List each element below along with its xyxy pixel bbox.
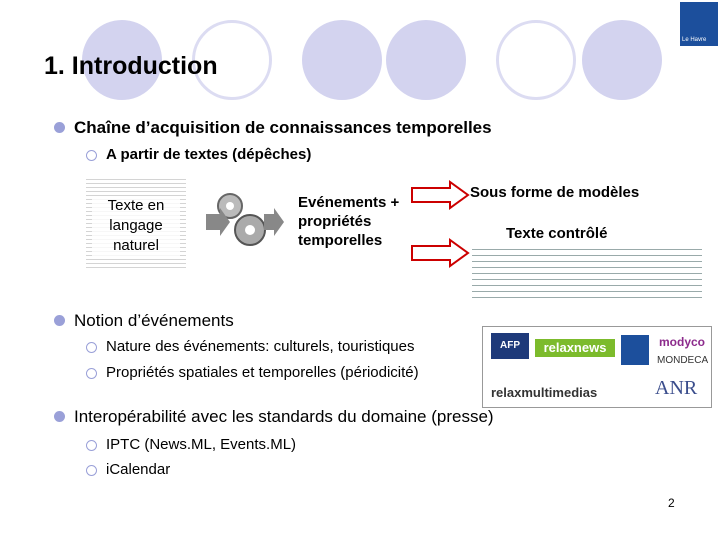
deco-circle-6 (582, 20, 662, 100)
deco-circle-2 (192, 20, 272, 100)
anr-logo: ANR (655, 377, 698, 399)
output-controlled-label: Texte contrôlé (506, 225, 608, 242)
subbullet-icalendar: iCalendar (106, 461, 171, 478)
subbullet-nature: Nature des événements: culturels, touris… (106, 338, 415, 355)
bullet-marker (54, 411, 65, 422)
bullet-marker (54, 315, 65, 326)
subbullet-proprietes: Propriétés spatiales et temporelles (pér… (106, 364, 419, 381)
bullet-interoperabilite: Interopérabilité avec les standards du d… (74, 407, 494, 426)
subbullet-textes: A partir de textes (dépêches) (106, 146, 312, 163)
deco-circle-5 (496, 20, 576, 100)
bullet-acquisition: Chaîne d’acquisition de connaissances te… (74, 118, 492, 137)
subbullet-iptc: IPTC (News.ML, Events.ML) (106, 436, 297, 453)
subbullet-marker (86, 342, 97, 353)
arrow-to-models (411, 180, 470, 210)
institution-logo: Le Havre (680, 2, 718, 46)
mondeca-logo: MONDECA (657, 355, 709, 366)
bullet-marker (54, 122, 65, 133)
university-logo (621, 335, 649, 365)
deco-circle-4 (386, 20, 466, 100)
afp-logo: AFP (491, 333, 529, 359)
controlled-text-image (472, 244, 702, 298)
input-label: Texte en langage naturel (92, 196, 180, 256)
partner-logos: AFP relaxnews modyco MONDECA relaxmultim… (482, 326, 712, 408)
bullet-evenements: Notion d’événements (74, 311, 234, 330)
subbullet-marker (86, 465, 97, 476)
relaxnews-logo: relaxnews (535, 339, 615, 357)
page-number: 2 (668, 496, 675, 510)
relaxmultimedias-logo: relaxmultimedias (491, 385, 598, 400)
arrow-to-controlled (411, 238, 470, 268)
modyco-logo: modyco (659, 335, 706, 349)
slide-title: 1. Introduction (44, 52, 218, 80)
gears-icon (206, 193, 284, 246)
middle-label: Evénements + propriétés temporelles (298, 194, 400, 249)
subbullet-marker (86, 150, 97, 161)
subbullet-marker (86, 368, 97, 379)
deco-circle-1 (82, 20, 162, 100)
deco-circle-3 (302, 20, 382, 100)
output-models-label: Sous forme de modèles (470, 184, 640, 201)
subbullet-marker (86, 440, 97, 451)
